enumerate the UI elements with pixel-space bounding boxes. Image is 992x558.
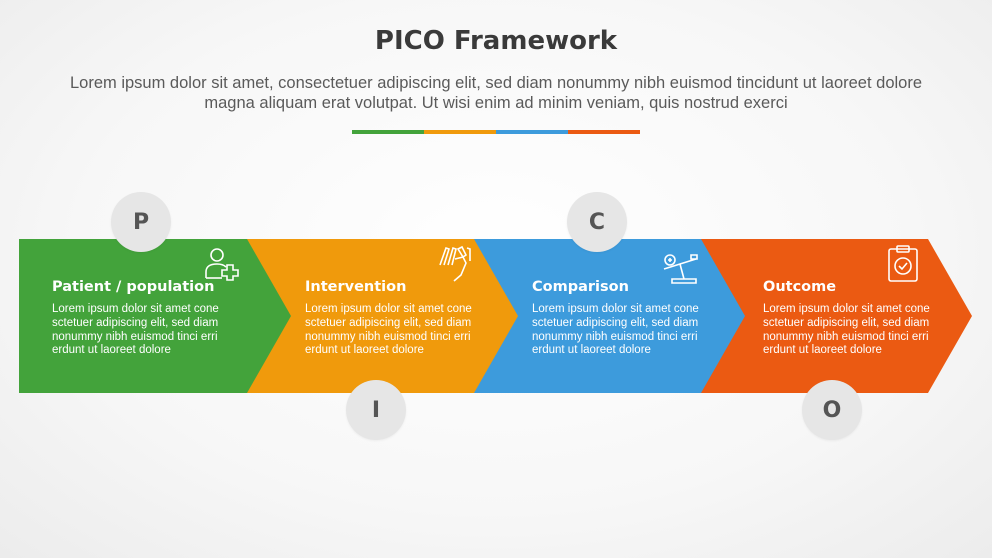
divider-segment-blue: [496, 130, 568, 134]
heading-comparison: Comparison: [532, 279, 629, 295]
letter-circle-p: P: [111, 192, 171, 252]
step-arrow-patient: [19, 239, 291, 393]
heading-patient: Patient / population: [52, 279, 215, 295]
title-divider: [352, 130, 640, 134]
balance-scale-icon: [663, 254, 698, 284]
page-subtitle: Lorem ipsum dolor sit amet, consectetuer…: [69, 74, 923, 112]
hand-pick-icon: [439, 245, 471, 282]
step-arrow-intervention: [246, 239, 518, 393]
step-arrow-comparison: [473, 239, 745, 393]
letter-circle-o: O: [802, 380, 862, 440]
heading-intervention: Intervention: [305, 279, 407, 295]
clipboard-check-icon: [888, 245, 918, 282]
body-outcome: Lorem ipsum dolor sit amet cone sctetuer…: [763, 303, 930, 357]
divider-segment-orange: [424, 130, 496, 134]
divider-segment-green: [352, 130, 424, 134]
letter-circle-i: I: [346, 380, 406, 440]
body-patient: Lorem ipsum dolor sit amet cone sctetuer…: [52, 303, 219, 357]
body-comparison: Lorem ipsum dolor sit amet cone sctetuer…: [532, 303, 699, 357]
body-intervention: Lorem ipsum dolor sit amet cone sctetuer…: [305, 303, 472, 357]
add-user-icon: [205, 248, 239, 281]
divider-segment-red: [568, 130, 640, 134]
page-title: PICO Framework: [374, 26, 618, 56]
step-arrow-outcome: [700, 239, 972, 393]
letter-circle-c: C: [567, 192, 627, 252]
heading-outcome: Outcome: [763, 279, 837, 295]
